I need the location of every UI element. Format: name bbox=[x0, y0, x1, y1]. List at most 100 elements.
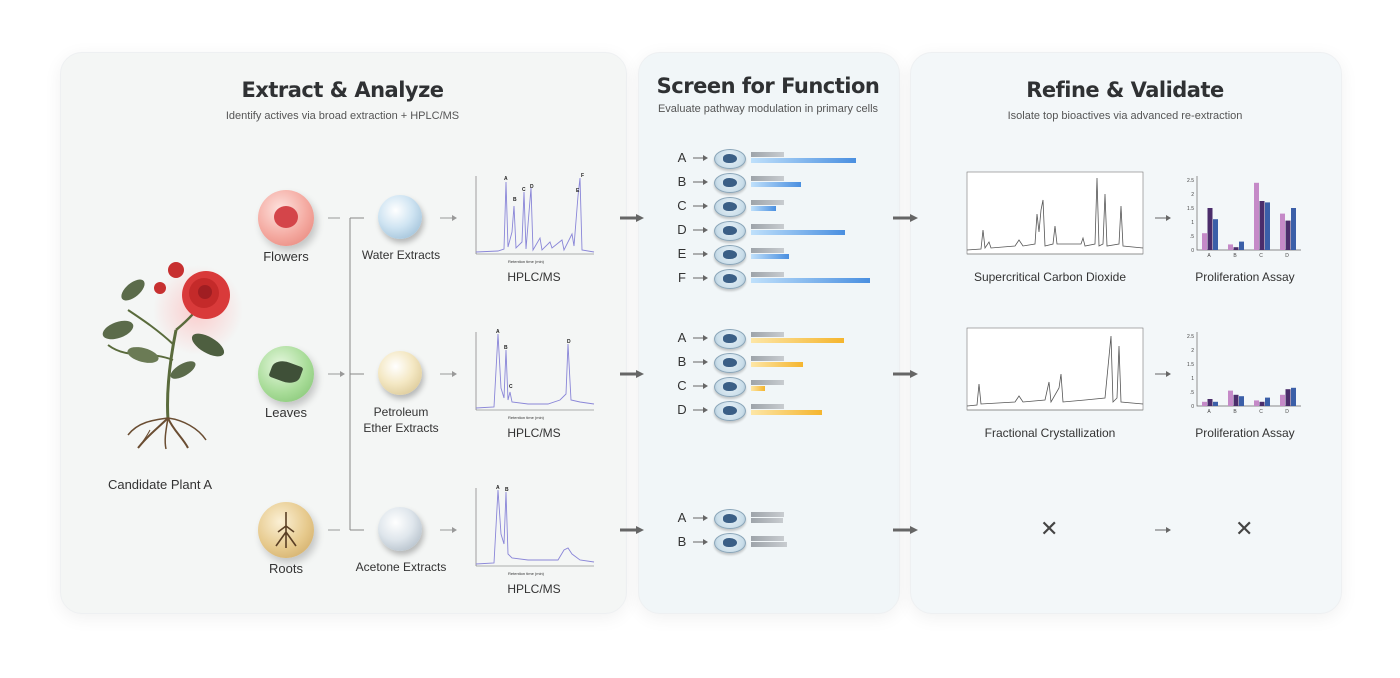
assay-bar bbox=[1254, 182, 1259, 250]
assay-tick-label: 2.5 bbox=[1187, 178, 1194, 184]
assay-tick-label: 2 bbox=[1191, 192, 1194, 198]
no-assay-cross-icon: ✕ bbox=[1235, 516, 1254, 541]
petri-dish-icon bbox=[714, 533, 746, 553]
control-bar bbox=[751, 404, 784, 409]
assay-bar bbox=[1233, 247, 1239, 250]
extract-panel bbox=[60, 52, 627, 614]
petri-dish-icon bbox=[714, 173, 746, 193]
screen-row-label: F bbox=[678, 270, 686, 285]
plant-illustration bbox=[102, 262, 243, 450]
screen-row-label: D bbox=[677, 402, 687, 417]
chromatogram-acetone: A B Retention time (min) bbox=[475, 485, 595, 576]
water-droplet bbox=[378, 195, 422, 239]
petri-dish-icon bbox=[714, 149, 746, 169]
assay-bar bbox=[1291, 387, 1296, 406]
roots-orb bbox=[258, 502, 314, 558]
screen-row-label: A bbox=[677, 330, 687, 345]
assay-label-2: Proliferation Assay bbox=[1195, 426, 1295, 440]
fc-chromatogram bbox=[966, 327, 1144, 411]
assay-category-label: D bbox=[1285, 253, 1289, 259]
hplc-label-1: HPLC/MS bbox=[507, 270, 561, 284]
assay-axis bbox=[1196, 332, 1301, 407]
petri-dish-icon bbox=[714, 509, 746, 529]
petri-dish-icon bbox=[714, 197, 746, 217]
assay-tick-label: 2 bbox=[1191, 348, 1194, 354]
water-peak-f: F bbox=[581, 173, 584, 179]
assay-bar bbox=[1207, 208, 1213, 250]
control-bar bbox=[751, 272, 784, 277]
row-arrow-icon bbox=[693, 179, 708, 185]
assay-bar bbox=[1259, 201, 1265, 250]
ace-peak-b: B bbox=[505, 487, 509, 493]
no-refine-cross-icon: ✕ bbox=[1040, 516, 1059, 541]
plant-label: Candidate Plant A bbox=[107, 477, 213, 492]
part-flowers-label: Flowers bbox=[263, 249, 309, 264]
row-arrow-icon bbox=[693, 383, 708, 389]
assay-bar bbox=[1233, 394, 1239, 406]
assay-bar bbox=[1285, 220, 1291, 250]
part-leaves-label: Leaves bbox=[265, 405, 307, 420]
control-bar bbox=[751, 248, 784, 253]
assay-bar bbox=[1254, 400, 1259, 406]
method-2-label: Fractional Crystallization bbox=[984, 426, 1116, 440]
assay-tick-label: 0 bbox=[1191, 248, 1194, 254]
assay-tick-label: 2.5 bbox=[1187, 334, 1194, 340]
hplc-label-2: HPLC/MS bbox=[507, 426, 561, 440]
assay-bar bbox=[1280, 213, 1285, 250]
assay-category-label: B bbox=[1233, 409, 1237, 415]
control-bar bbox=[751, 176, 784, 181]
activity-bar bbox=[751, 542, 787, 547]
activity-bar bbox=[751, 254, 789, 259]
pet-peak-d: D bbox=[567, 339, 571, 345]
assay-bar bbox=[1259, 401, 1265, 406]
assay-bar bbox=[1228, 390, 1233, 406]
assay-category-label: C bbox=[1259, 409, 1263, 415]
screen-row-label: A bbox=[677, 510, 687, 525]
water-peak-c: C bbox=[522, 187, 526, 193]
pet-axis-label: Retention time (min) bbox=[508, 415, 545, 420]
row-arrow-icon bbox=[693, 359, 708, 365]
control-bar bbox=[751, 224, 784, 229]
assay-category-label: B bbox=[1233, 253, 1237, 259]
activity-bar bbox=[751, 338, 844, 343]
screen-row-label: C bbox=[677, 198, 687, 213]
water-extract-label: Water Extracts bbox=[361, 248, 441, 262]
control-bar bbox=[751, 332, 784, 337]
row-arrow-icon bbox=[693, 227, 708, 233]
screen-row-label: B bbox=[677, 534, 687, 549]
assay-tick-label: 1 bbox=[1191, 220, 1194, 226]
screen-row-label: A bbox=[677, 150, 687, 165]
assay-bar bbox=[1202, 401, 1207, 406]
control-bar bbox=[751, 536, 784, 541]
control-bar bbox=[751, 356, 784, 361]
activity-bar bbox=[751, 158, 856, 163]
method-1-label: Supercritical Carbon Dioxide bbox=[973, 270, 1127, 284]
petri-dish-icon bbox=[714, 329, 746, 349]
leaves-orb bbox=[258, 346, 314, 402]
assay-bar bbox=[1285, 389, 1291, 406]
petri-dish-icon bbox=[714, 353, 746, 373]
assay-label-1: Proliferation Assay bbox=[1195, 270, 1295, 284]
control-bar bbox=[751, 152, 784, 157]
petri-dish-icon bbox=[714, 245, 746, 265]
petroleum-label-2: Ether Extracts bbox=[363, 421, 439, 435]
screen-row-label: B bbox=[677, 174, 687, 189]
screen-title: Screen for Function bbox=[656, 74, 880, 98]
assay-axis bbox=[1196, 176, 1301, 251]
hplc-label-3: HPLC/MS bbox=[507, 582, 561, 596]
assay-category-label: C bbox=[1259, 253, 1263, 259]
petroleum-droplet bbox=[378, 351, 422, 395]
pet-peak-c: C bbox=[509, 384, 513, 390]
screen-row-label: B bbox=[677, 354, 687, 369]
assay-bar bbox=[1213, 401, 1218, 406]
assay-category-label: A bbox=[1207, 409, 1211, 415]
assay-bar bbox=[1265, 202, 1270, 250]
row-arrow-icon bbox=[693, 251, 708, 257]
acetone-droplet bbox=[378, 507, 422, 551]
screen-row-label: E bbox=[677, 246, 687, 261]
flowers-orb bbox=[258, 190, 314, 246]
assay-tick-label: 1.5 bbox=[1187, 206, 1194, 212]
